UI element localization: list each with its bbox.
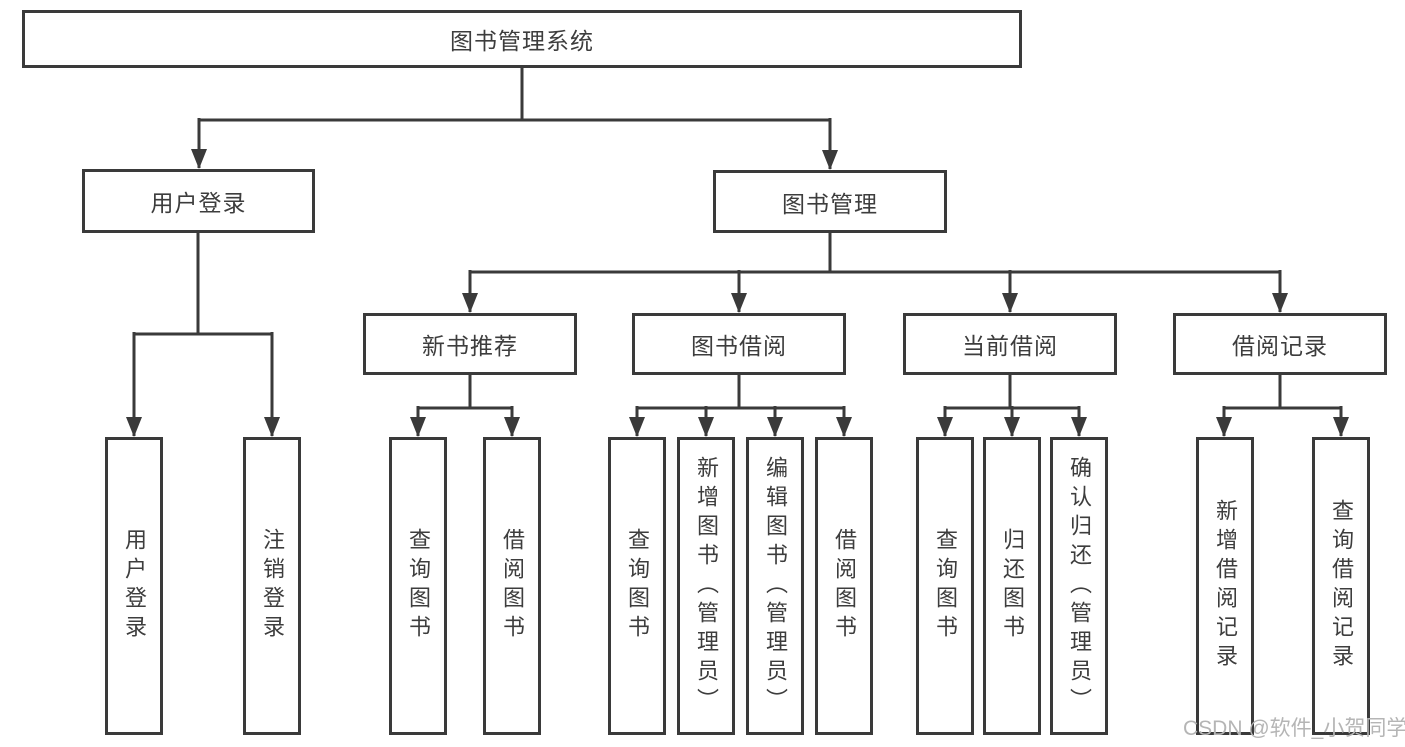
leaf-cb-confirm-return-label: 确认归还（管理员） xyxy=(1067,455,1092,717)
leaf-nbr-borrow-books-label: 借阅图书 xyxy=(500,528,525,644)
leaf-cb-query-books: 查询图书 xyxy=(916,437,974,735)
leaf-cb-return-books: 归还图书 xyxy=(983,437,1041,735)
node-book-borrow-label: 图书借阅 xyxy=(691,333,787,359)
leaf-br-query-record-label: 查询借阅记录 xyxy=(1329,499,1354,673)
leaf-user-login: 用户登录 xyxy=(105,437,163,735)
node-new-book-recommend-label: 新书推荐 xyxy=(422,333,518,359)
leaf-bb-query-books: 查询图书 xyxy=(608,437,666,735)
node-user-login-label: 用户登录 xyxy=(150,190,247,216)
leaf-bb-edit-books: 编辑图书（管理员） xyxy=(746,437,804,735)
leaf-bb-add-books-label: 新增图书（管理员） xyxy=(694,455,719,717)
leaf-nbr-query-books-label: 查询图书 xyxy=(406,528,431,644)
node-current-borrow: 当前借阅 xyxy=(903,313,1117,375)
leaf-cb-return-books-label: 归还图书 xyxy=(1000,528,1025,644)
node-new-book-recommend: 新书推荐 xyxy=(363,313,577,375)
leaf-nbr-query-books: 查询图书 xyxy=(389,437,447,735)
leaf-bb-edit-books-label: 编辑图书（管理员） xyxy=(763,455,788,717)
leaf-bb-query-books-label: 查询图书 xyxy=(625,528,650,644)
leaf-logout-label: 注销登录 xyxy=(260,528,285,644)
node-root-label: 图书管理系统 xyxy=(450,28,594,54)
leaf-bb-borrow-books-label: 借阅图书 xyxy=(832,528,857,644)
leaf-bb-borrow-books: 借阅图书 xyxy=(815,437,873,735)
leaf-user-login-label: 用户登录 xyxy=(122,528,147,644)
node-book-borrow: 图书借阅 xyxy=(632,313,846,375)
node-book-management-label: 图书管理 xyxy=(782,190,878,217)
node-user-login: 用户登录 xyxy=(82,169,315,233)
leaf-br-query-record: 查询借阅记录 xyxy=(1312,437,1370,735)
leaf-cb-confirm-return: 确认归还（管理员） xyxy=(1050,437,1108,735)
csdn-watermark: CSDN @软件_小贺同学 xyxy=(1183,717,1405,740)
leaf-nbr-borrow-books: 借阅图书 xyxy=(483,437,541,735)
leaf-br-add-record: 新增借阅记录 xyxy=(1196,437,1254,735)
leaf-bb-add-books: 新增图书（管理员） xyxy=(677,437,735,735)
leaf-br-add-record-label: 新增借阅记录 xyxy=(1213,499,1238,673)
node-book-management: 图书管理 xyxy=(713,170,947,233)
node-current-borrow-label: 当前借阅 xyxy=(962,333,1058,359)
leaf-cb-query-books-label: 查询图书 xyxy=(933,528,958,644)
node-root: 图书管理系统 xyxy=(22,10,1022,68)
leaf-logout: 注销登录 xyxy=(243,437,301,735)
node-borrow-records: 借阅记录 xyxy=(1173,313,1387,375)
node-borrow-records-label: 借阅记录 xyxy=(1232,333,1328,359)
